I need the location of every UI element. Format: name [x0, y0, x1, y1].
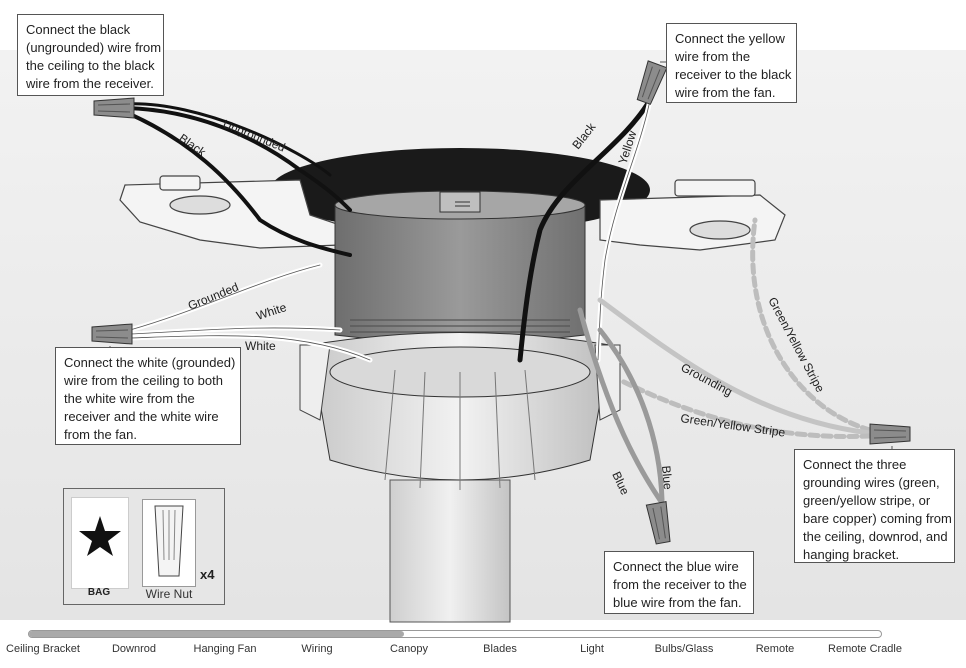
step-remote-cradle[interactable]: Remote Cradle — [828, 643, 902, 655]
parts-legend: BAG Wire Nut x4 — [63, 488, 225, 605]
step-bulbs-glass[interactable]: Bulbs/Glass — [654, 643, 714, 655]
black-receiver-wire — [123, 110, 352, 257]
label-white-lower: White — [245, 339, 276, 353]
right-hanging-bracket — [599, 179, 786, 251]
step-hanging-fan[interactable]: Hanging Fan — [193, 643, 257, 655]
grounding-wire — [597, 297, 873, 436]
star-icon — [79, 516, 121, 556]
step-progress-nav: Ceiling Bracket Downrod Hanging Fan Wiri… — [0, 622, 930, 663]
wire-nut-part — [142, 499, 196, 587]
wire-nut-label: Wire Nut — [145, 587, 193, 601]
callout-yellow-wire: Connect the yellow wire from the receive… — [666, 23, 797, 103]
black-fan-wire — [517, 97, 653, 363]
callout-grounding-wire: Connect the three grounding wires (green… — [794, 449, 955, 563]
wires — [123, 97, 873, 503]
wire-nut-yellow — [636, 60, 668, 105]
receiver-housing — [334, 190, 586, 343]
callout-white-wire: Connect the white (grounded) wire from t… — [55, 347, 241, 445]
left-hanging-bracket — [119, 175, 341, 249]
step-ceiling-bracket[interactable]: Ceiling Bracket — [6, 643, 80, 655]
wire-nut-black — [93, 97, 135, 119]
wire-nut-white — [91, 323, 133, 345]
label-blue-right: Blue — [659, 465, 675, 490]
wire-nut-ground — [869, 423, 911, 445]
blue-receiver-wire — [577, 307, 663, 503]
bag-label: BAG — [87, 587, 111, 598]
step-remote[interactable]: Remote — [755, 643, 795, 655]
blue-fan-wire — [597, 327, 665, 503]
black-ceiling-wire — [123, 106, 352, 212]
callout-blue-wire: Connect the blue wire from the receiver … — [604, 551, 754, 614]
parts-bag — [71, 497, 129, 589]
progress-track — [28, 630, 882, 638]
quantity-label: x4 — [200, 567, 215, 582]
step-downrod[interactable]: Downrod — [111, 643, 157, 655]
step-light[interactable]: Light — [580, 643, 604, 655]
step-canopy[interactable]: Canopy — [390, 643, 428, 655]
wire-nut-blue — [645, 501, 671, 545]
green-yellow-fan-ground — [617, 377, 873, 439]
step-wiring[interactable]: Wiring — [301, 643, 333, 655]
fan-mounting-cup — [299, 332, 621, 490]
green-yellow-ceiling-ground — [750, 217, 873, 433]
wire-nut-icon — [154, 505, 184, 577]
callout-black-wire: Connect the black (ungrounded) wire from… — [17, 14, 164, 96]
downrod — [389, 479, 511, 623]
progress-fill — [29, 631, 404, 637]
step-blades[interactable]: Blades — [483, 643, 517, 655]
